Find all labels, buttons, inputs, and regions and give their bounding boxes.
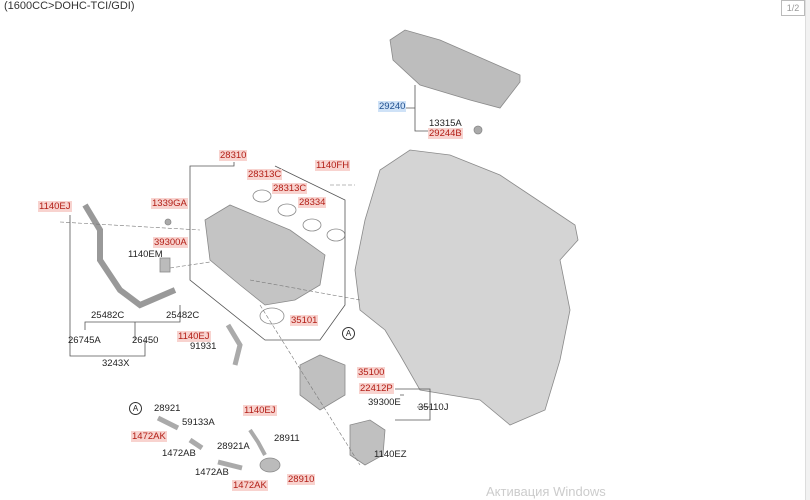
part-label-28910[interactable]: 28910: [287, 474, 316, 485]
part-label-28911[interactable]: 28911: [274, 433, 300, 444]
leader-line: [189, 162, 346, 341]
breather-hose: [248, 428, 267, 456]
part-label-1140EM[interactable]: 1140EM: [128, 249, 163, 260]
part-label-1140EJ[interactable]: 1140EJ: [38, 201, 72, 212]
part-label-1140EJ[interactable]: 1140EJ: [177, 331, 211, 342]
guide-line: [259, 304, 361, 466]
leader-line: [404, 85, 428, 132]
part-label-22412P[interactable]: 22412P: [359, 383, 394, 394]
diagram-subtitle: (1600CC>DOHC-TCI/GDI): [4, 0, 135, 12]
part-label-1140EJ[interactable]: 1140EJ: [243, 405, 277, 416]
page-indicator[interactable]: 1/2: [781, 0, 805, 16]
part-label-91931[interactable]: 91931: [190, 341, 217, 352]
guide-line: [59, 221, 201, 231]
part-label-28921A[interactable]: 28921A: [217, 441, 250, 452]
callout-a: A: [342, 327, 355, 340]
part-label-28310[interactable]: 28310: [219, 150, 248, 161]
guide-line: [249, 279, 361, 301]
leader-line: [395, 388, 431, 421]
part-label-59133A[interactable]: 59133A: [182, 417, 215, 428]
part-label-3243X[interactable]: 3243X: [102, 358, 130, 369]
part-label-28334[interactable]: 28334: [298, 197, 327, 208]
scrollbar[interactable]: [805, 0, 810, 500]
cover-grommet: [473, 125, 483, 135]
part-label-13315A[interactable]: 13315A: [429, 118, 462, 129]
part-label-39300E[interactable]: 39300E: [368, 397, 401, 408]
part-label-26745A[interactable]: 26745A: [68, 335, 101, 346]
pcv-connector: [188, 437, 204, 451]
part-label-28313C[interactable]: 28313C: [247, 169, 283, 180]
part-label-25482C[interactable]: 25482C: [91, 310, 125, 321]
part-label-35101[interactable]: 35101: [290, 315, 319, 326]
throttle-body: [299, 354, 346, 411]
vacuum-pump: [349, 419, 386, 466]
engine-block: [354, 149, 579, 426]
part-label-1472AB[interactable]: 1472AB: [162, 448, 196, 459]
coolant-hose: [82, 203, 177, 309]
part-label-28313C[interactable]: 28313C: [272, 183, 308, 194]
sensor: [159, 257, 171, 273]
part-label-1339GA[interactable]: 1339GA: [151, 198, 188, 209]
part-label-28921[interactable]: 28921: [154, 403, 181, 414]
bracket-pipe: [225, 323, 243, 366]
part-label-35100[interactable]: 35100: [357, 367, 386, 378]
part-label-1472AK[interactable]: 1472AK: [232, 480, 268, 491]
part-label-25482C[interactable]: 25482C: [166, 310, 200, 321]
part-label-1140FH[interactable]: 1140FH: [315, 160, 351, 171]
pcv-valve: [259, 457, 281, 473]
callout-a: A: [129, 402, 142, 415]
part-label-29244B[interactable]: 29244B: [428, 128, 463, 139]
part-label-1472AK[interactable]: 1472AK: [131, 431, 167, 442]
pcv-hose: [156, 415, 180, 431]
port-gasket: [277, 203, 297, 217]
part-label-1472AB[interactable]: 1472AB: [195, 467, 229, 478]
leader-line: [69, 215, 181, 357]
manifold-gasket: [259, 307, 285, 325]
port-gasket: [252, 189, 272, 203]
grommet: [164, 218, 172, 226]
port-gasket: [302, 218, 322, 232]
part-label-39300A[interactable]: 39300A: [153, 237, 188, 248]
windows-activation-watermark: Активация Windows: [486, 484, 606, 499]
engine-cover: [389, 29, 521, 109]
pcv-hose: [217, 459, 243, 471]
intake-manifold: [204, 204, 326, 306]
port-gasket: [326, 228, 346, 242]
part-label-26450[interactable]: 26450: [132, 335, 159, 346]
part-label-29240[interactable]: 29240: [378, 101, 407, 112]
guide-line: [169, 261, 211, 269]
part-label-35110J[interactable]: 35110J: [418, 402, 449, 413]
part-label-1140EZ[interactable]: 1140EZ: [374, 449, 407, 460]
